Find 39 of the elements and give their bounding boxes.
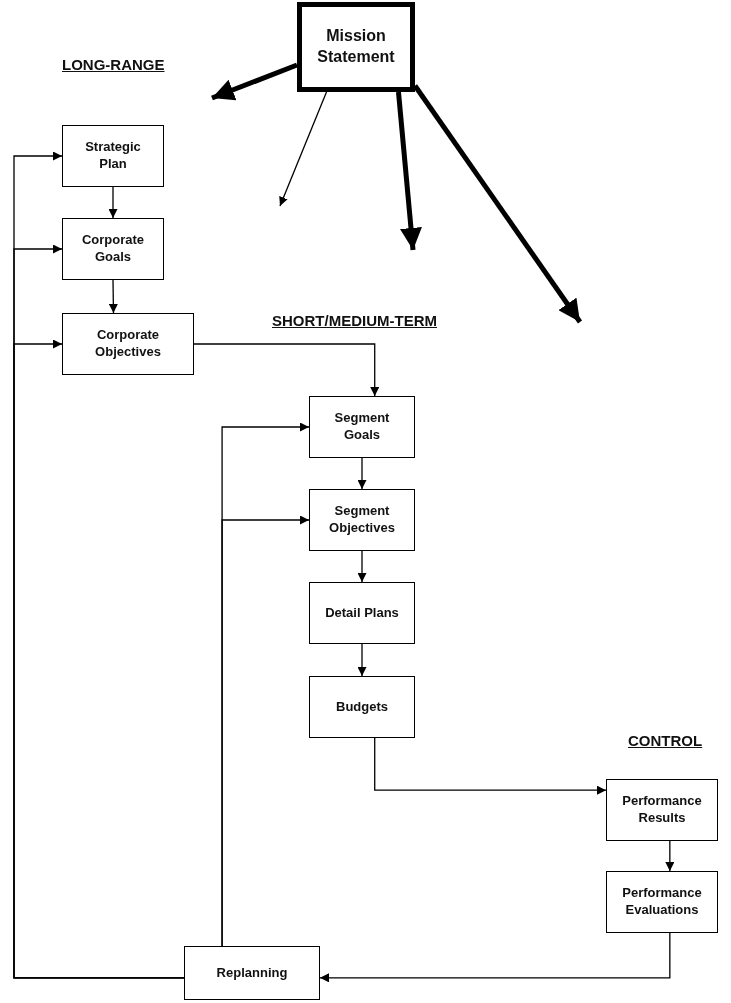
box-label: Segment Objectives xyxy=(328,503,396,537)
arrow xyxy=(279,91,328,207)
box-label: Strategic Plan xyxy=(84,139,142,173)
process-box xyxy=(309,582,415,644)
process-box xyxy=(297,2,415,92)
arrow xyxy=(108,279,118,314)
arrow xyxy=(357,643,367,677)
arrow xyxy=(357,457,367,490)
section-heading: SHORT/MEDIUM-TERM xyxy=(272,312,437,329)
arrow xyxy=(193,343,380,397)
box-label: Corporate Objectives xyxy=(94,327,162,361)
arrow xyxy=(374,737,607,795)
arrow xyxy=(665,840,675,872)
box-label: Mission Statement xyxy=(316,26,396,67)
box-label: Corporate Goals xyxy=(80,232,146,266)
box-label: Replanning xyxy=(216,964,288,982)
process-box xyxy=(184,946,320,1000)
process-box xyxy=(606,779,718,841)
process-box xyxy=(309,489,415,551)
box-label: Performance Evaluations xyxy=(621,885,703,919)
arrow xyxy=(396,91,422,251)
arrow xyxy=(108,186,118,219)
arrow xyxy=(211,62,298,101)
box-label: Performance Results xyxy=(621,793,703,827)
arrow xyxy=(357,550,367,583)
box-label: Segment Goals xyxy=(333,410,391,444)
process-box xyxy=(606,871,718,933)
process-box xyxy=(309,396,415,458)
process-box xyxy=(309,676,415,738)
section-heading: LONG-RANGE xyxy=(62,56,165,73)
process-box xyxy=(62,125,164,187)
box-label: Budgets xyxy=(336,698,388,716)
box-label: Detail Plans xyxy=(325,604,399,622)
arrow xyxy=(412,84,583,324)
section-heading: CONTROL xyxy=(628,732,703,749)
process-box xyxy=(62,218,164,280)
process-box xyxy=(62,313,194,375)
arrow xyxy=(319,932,671,983)
arrow xyxy=(221,515,310,947)
